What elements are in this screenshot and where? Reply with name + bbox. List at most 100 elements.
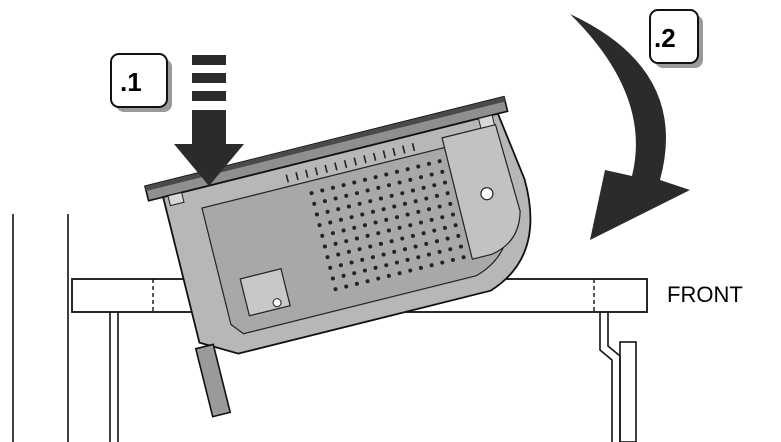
vent-hole: [402, 247, 407, 252]
curved-arrow-icon: [570, 14, 690, 240]
vent-hole: [354, 236, 359, 241]
vent-hole: [320, 188, 325, 193]
vent-hole: [413, 199, 418, 204]
vent-hole: [413, 244, 418, 249]
front-label: FRONT: [667, 282, 743, 307]
cabinet-left: [12, 214, 69, 442]
vent-hole: [330, 231, 335, 236]
vent-hole: [376, 276, 381, 281]
vent-hole: [344, 193, 349, 198]
vent-hole: [450, 257, 455, 262]
vent-hole: [426, 207, 431, 212]
vent-hole: [437, 204, 442, 209]
vent-hole: [448, 247, 453, 252]
vent-hole: [394, 169, 399, 174]
vent-hole: [400, 236, 405, 241]
vent-hole: [445, 191, 450, 196]
vent-hole: [384, 217, 389, 222]
vent-hole: [373, 175, 378, 180]
vent-hole: [328, 220, 333, 225]
vent-hole: [397, 271, 402, 276]
vent-hole: [381, 207, 386, 212]
vent-hole: [461, 255, 466, 260]
vent-hole: [354, 281, 359, 286]
vent-hole: [408, 177, 413, 182]
vent-hole: [309, 191, 314, 196]
down-arrow-icon: [174, 55, 244, 186]
vent-hole: [325, 255, 330, 260]
vent-hole: [325, 209, 330, 214]
vent-slits: [285, 143, 416, 183]
vent-hole: [424, 196, 429, 201]
vent-hole: [328, 265, 333, 270]
vent-hole: [392, 249, 397, 254]
vent-hole: [442, 225, 447, 230]
vent-hole: [352, 180, 357, 185]
vent-hole: [338, 217, 343, 222]
vent-hole: [418, 220, 423, 225]
vent-hole: [421, 185, 426, 190]
vent-hole: [410, 233, 415, 238]
vent-hole: [392, 204, 397, 209]
vent-hole: [458, 244, 463, 249]
vent-hole: [405, 167, 410, 172]
vent-hole: [373, 265, 378, 270]
vent-hole: [389, 239, 394, 244]
vent-hole: [365, 279, 370, 284]
vent-hole: [330, 276, 335, 281]
appliance: [143, 95, 532, 418]
step-1-badge: .1: [110, 53, 172, 112]
vent-hole: [384, 172, 389, 177]
vent-hole: [370, 255, 375, 260]
vent-hole: [418, 265, 423, 270]
vent-hole: [362, 268, 367, 273]
vent-hole: [370, 209, 375, 214]
vent-hole: [416, 164, 421, 169]
vent-hole: [362, 177, 367, 182]
vent-hole: [341, 183, 346, 188]
vent-hole: [320, 233, 325, 238]
vent-hole: [314, 212, 319, 217]
vent-hole: [378, 196, 383, 201]
vent-hole: [384, 263, 389, 268]
vent-hole: [418, 175, 423, 180]
vent-hole: [426, 252, 431, 257]
vent-hole: [330, 185, 335, 190]
vent-hole: [424, 241, 429, 246]
vent-hole: [394, 260, 399, 265]
vent-hole: [349, 260, 354, 265]
vent-hole: [429, 217, 434, 222]
cabinet-legs: [109, 312, 637, 442]
vent-hole: [453, 223, 458, 228]
vent-hole: [410, 188, 415, 193]
vent-hole: [365, 188, 370, 193]
vent-hole: [440, 169, 445, 174]
vent-hole: [333, 241, 338, 246]
vent-hole: [432, 183, 437, 188]
vent-hole: [402, 201, 407, 206]
vent-hole: [442, 180, 447, 185]
vent-hole: [381, 252, 386, 257]
vent-hole: [434, 239, 439, 244]
vent-hole: [397, 225, 402, 230]
vent-hole: [360, 212, 365, 217]
vent-hole: [336, 207, 341, 212]
vent-hole: [386, 183, 391, 188]
step-2-badge: .2: [649, 9, 703, 68]
step-2-label: .2: [654, 23, 676, 53]
vent-hole: [456, 233, 461, 238]
vent-hole: [397, 180, 402, 185]
vent-hole: [421, 231, 426, 236]
vent-hole: [376, 185, 381, 190]
vent-hole: [368, 199, 373, 204]
vent-hole: [400, 191, 405, 196]
vent-hole: [333, 287, 338, 292]
vent-hole: [322, 199, 327, 204]
vent-hole: [440, 260, 445, 265]
vent-hole: [336, 252, 341, 257]
vent-hole: [448, 201, 453, 206]
step-1-label: .1: [120, 67, 142, 97]
vent-hole: [365, 233, 370, 238]
vent-hole: [426, 161, 431, 166]
vent-hole: [322, 244, 327, 249]
